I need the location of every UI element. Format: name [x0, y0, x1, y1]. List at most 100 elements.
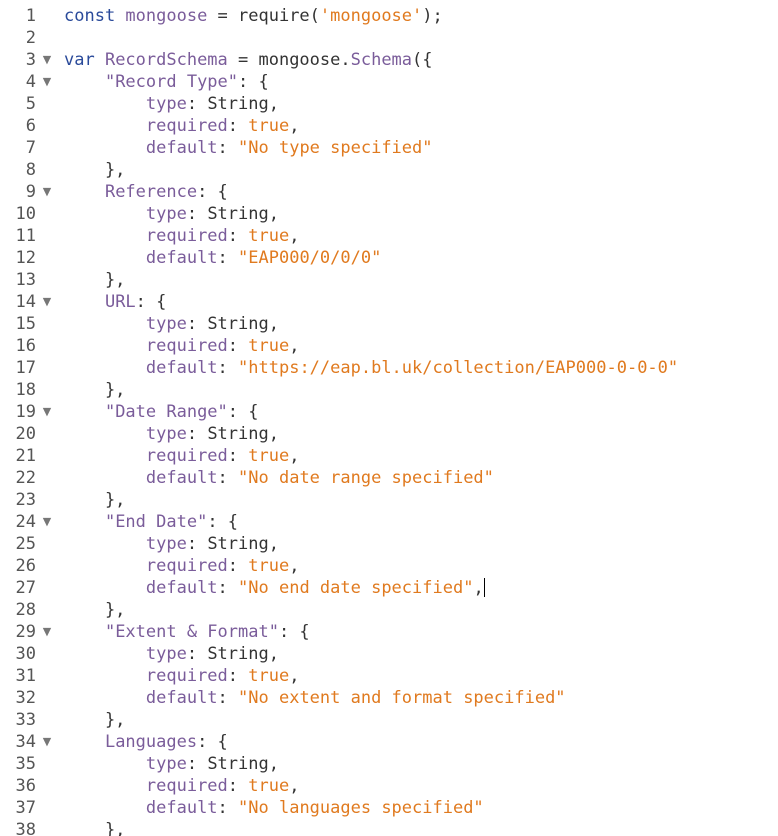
- code-line[interactable]: 36 required: true,: [0, 775, 778, 797]
- code-token-default: [64, 468, 146, 488]
- code-text: Reference: {: [64, 181, 228, 203]
- code-token-keyword: var: [64, 50, 105, 70]
- line-number: 23: [15, 490, 36, 510]
- line-number: 11: [15, 226, 36, 246]
- code-line[interactable]: 13 },: [0, 269, 778, 291]
- code-token-bool: true: [248, 776, 290, 796]
- code-line[interactable]: 21 required: true,: [0, 445, 778, 467]
- line-number: 36: [15, 776, 36, 796]
- fold-arrow-icon[interactable]: ▼: [42, 295, 52, 308]
- code-token-default: [64, 226, 146, 246]
- code-line[interactable]: 27 default: "No end date specified",: [0, 577, 778, 599]
- code-text: "Extent & Format": {: [64, 621, 310, 643]
- code-token-key: URL: [104, 292, 136, 312]
- code-text: type: String,: [64, 423, 279, 445]
- line-number: 35: [15, 754, 36, 774]
- code-line[interactable]: 8 },: [0, 159, 778, 181]
- code-text: type: String,: [64, 93, 279, 115]
- code-token-key: Languages: [104, 732, 198, 752]
- line-number: 21: [15, 446, 36, 466]
- code-line[interactable]: 23 },: [0, 489, 778, 511]
- code-line[interactable]: 7 default: "No type specified": [0, 137, 778, 159]
- code-line[interactable]: 38 },: [0, 819, 778, 836]
- code-token-string: "EAP000/0/0/0": [238, 248, 382, 268]
- code-line[interactable]: 19 ▼ "Date Range": {: [0, 401, 778, 423]
- code-line[interactable]: 22 default: "No date range specified": [0, 467, 778, 489]
- line-number: 19: [15, 402, 36, 422]
- code-line[interactable]: 12 default: "EAP000/0/0/0": [0, 247, 778, 269]
- code-line[interactable]: 2: [0, 27, 778, 49]
- fold-arrow-icon[interactable]: ▼: [42, 75, 52, 88]
- line-number: 15: [15, 314, 36, 334]
- code-line[interactable]: 28 },: [0, 599, 778, 621]
- code-line[interactable]: 14▼ URL: {: [0, 291, 778, 313]
- line-number: 6: [25, 116, 36, 136]
- code-line[interactable]: 34 ▼ Languages: {: [0, 731, 778, 753]
- code-line[interactable]: 10 type: String,: [0, 203, 778, 225]
- line-number: 34: [15, 732, 36, 752]
- code-text: "Date Range": {: [64, 401, 259, 423]
- code-token-default: [64, 182, 105, 202]
- code-line[interactable]: 9 ▼ Reference: {: [0, 181, 778, 203]
- code-line[interactable]: 5 type: String,: [0, 93, 778, 115]
- code-token-default: },: [64, 270, 126, 290]
- code-line[interactable]: 32 default: "No extent and format specif…: [0, 687, 778, 709]
- code-line[interactable]: 11 required: true,: [0, 225, 778, 247]
- code-line[interactable]: 31 required: true,: [0, 665, 778, 687]
- line-number: 5: [25, 94, 36, 114]
- code-token-default: :: [217, 248, 239, 268]
- code-line[interactable]: 16 required: true,: [0, 335, 778, 357]
- code-token-prop: default: [145, 358, 218, 378]
- code-token-default: },: [64, 160, 126, 180]
- code-token-prop: default: [145, 468, 218, 488]
- code-token-key: "Extent & Format": [104, 622, 279, 642]
- code-line[interactable]: 18 },: [0, 379, 778, 401]
- code-line[interactable]: 25 type: String,: [0, 533, 778, 555]
- code-token-default: [64, 116, 146, 136]
- code-token-default: : {: [278, 622, 310, 642]
- code-text: "Record Type": {: [64, 71, 269, 93]
- code-line[interactable]: 30 type: String,: [0, 643, 778, 665]
- code-token-default: [64, 666, 146, 686]
- code-text: required: true,: [64, 225, 300, 247]
- fold-arrow-icon[interactable]: ▼: [42, 515, 52, 528]
- code-line[interactable]: 15 type: String,: [0, 313, 778, 335]
- code-line[interactable]: 6 required: true,: [0, 115, 778, 137]
- line-number: 33: [15, 710, 36, 730]
- code-token-default: [64, 732, 105, 752]
- line-number: 26: [15, 556, 36, 576]
- code-text: type: String,: [64, 643, 279, 665]
- line-number: 10: [15, 204, 36, 224]
- code-line[interactable]: 24▼ "End Date": {: [0, 511, 778, 533]
- code-token-bool: true: [248, 336, 290, 356]
- code-token-default: ,: [289, 556, 300, 576]
- code-line[interactable]: 33 },: [0, 709, 778, 731]
- code-line[interactable]: 3▼var RecordSchema = mongoose.Schema({: [0, 49, 778, 71]
- line-number: 20: [15, 424, 36, 444]
- code-line[interactable]: 4▼ "Record Type": {: [0, 71, 778, 93]
- fold-arrow-icon[interactable]: ▼: [42, 625, 52, 638]
- line-number: 9: [25, 182, 36, 202]
- code-token-default: [64, 578, 146, 598]
- code-token-default: [64, 622, 105, 642]
- code-text: type: String,: [64, 203, 279, 225]
- line-number: 16: [15, 336, 36, 356]
- code-line[interactable]: 26 required: true,: [0, 555, 778, 577]
- fold-arrow-icon[interactable]: ▼: [42, 735, 52, 748]
- code-line[interactable]: 37 default: "No languages specified": [0, 797, 778, 819]
- code-token-default: : {: [197, 732, 228, 752]
- code-text: },: [64, 819, 125, 836]
- code-line[interactable]: 35 type: String,: [0, 753, 778, 775]
- code-line[interactable]: 20 type: String,: [0, 423, 778, 445]
- code-token-string: 'mongoose': [319, 6, 423, 26]
- fold-arrow-icon[interactable]: ▼: [42, 405, 52, 418]
- code-line[interactable]: 29▼ "Extent & Format": {: [0, 621, 778, 643]
- code-token-key: "Date Range": [104, 402, 228, 422]
- code-line[interactable]: 17 default: "https://eap.bl.uk/collectio…: [0, 357, 778, 379]
- fold-arrow-icon[interactable]: ▼: [42, 185, 52, 198]
- code-text: URL: {: [64, 291, 166, 313]
- code-text: },: [64, 379, 125, 401]
- fold-arrow-icon[interactable]: ▼: [42, 53, 52, 66]
